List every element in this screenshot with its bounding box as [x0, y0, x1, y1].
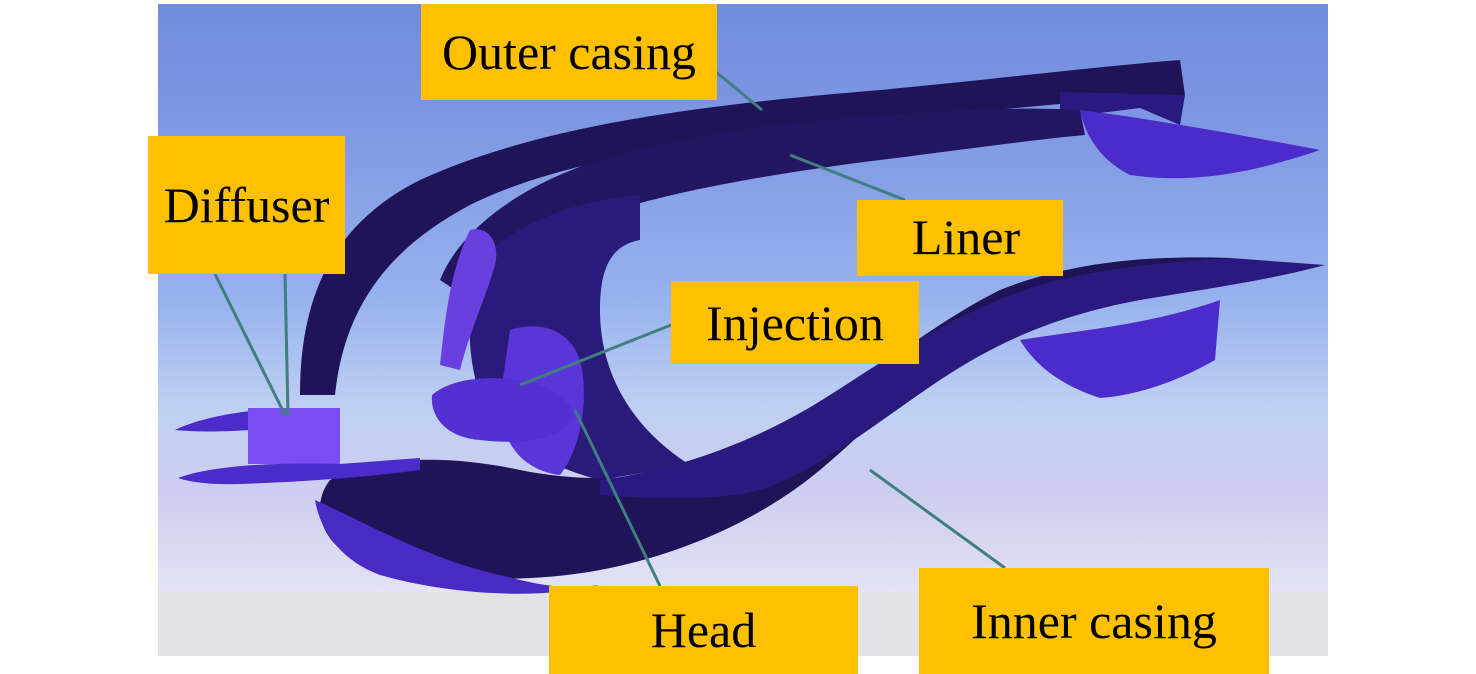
inner-casing-shape: [320, 257, 1235, 579]
leader-lines: [213, 70, 1006, 587]
outer-casing-shape: [300, 60, 1185, 395]
leader-line-inner-casing: [869, 468, 1006, 570]
liner-upper-wall: [440, 108, 1085, 300]
leader-line-injection: [519, 323, 672, 387]
diffuser-block: [248, 408, 340, 464]
injection-nozzle-arm: [440, 229, 497, 370]
liner-outlet-upper: [1080, 110, 1320, 179]
label-head: Head: [549, 586, 858, 674]
outer-casing-lip: [1060, 92, 1185, 125]
liner-outlet-lower: [1020, 300, 1220, 398]
label-liner: Liner: [857, 200, 1063, 276]
leader-line-diffuser-a: [213, 273, 287, 416]
label-diffuser: Diffuser: [148, 136, 345, 274]
inner-casing-lower-flap: [315, 500, 600, 594]
label-outer-casing: Outer casing: [421, 4, 717, 100]
diffuser-lower-plate: [178, 458, 420, 485]
leader-line-head: [573, 409, 662, 587]
leader-line-outer-casing: [715, 70, 763, 112]
label-inner-casing: Inner casing: [919, 568, 1269, 674]
injection-nozzle-body: [431, 378, 573, 442]
leader-line-liner: [789, 153, 906, 202]
leader-line-diffuser-b: [283, 273, 290, 416]
label-injection: Injection: [671, 281, 919, 364]
liner-lower-wall: [600, 258, 1325, 499]
